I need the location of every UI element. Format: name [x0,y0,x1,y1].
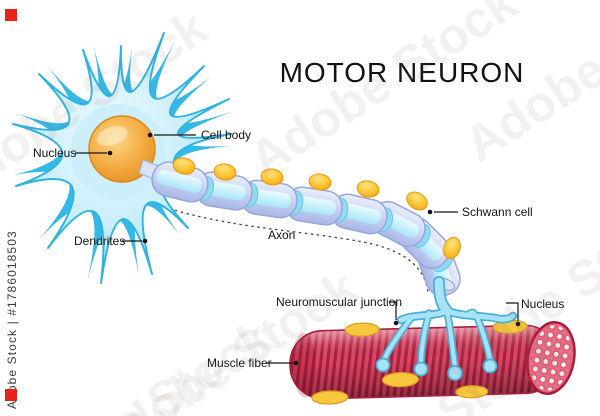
page-title: MOTOR NEURON [280,57,525,88]
terminal-bulb [413,361,429,377]
label-dot-muscle-fiber [293,360,299,366]
muscle-nucleus-oval [344,322,380,337]
label-schwann-cell: Schwann cell [462,205,533,219]
myelin-segment [151,161,215,203]
schwann-nucleus [260,168,284,186]
axon-terminal [375,276,518,381]
annotations: Nucleus Cell body Dendrites Axon Schwann… [33,128,564,370]
label-neuromuscular-junction: Neuromuscular junction [276,295,402,309]
schwann-cell-nuclei [172,157,461,260]
muscle-nucleus-oval [455,385,489,399]
muscle-nucleus-oval [381,372,420,388]
schwann-nucleus [308,173,332,191]
leader-line-nucleus-muscle [506,302,519,321]
schwann-nucleus [213,163,237,181]
axon-myelin-sheath [151,161,461,297]
label-dendrites: Dendrites [74,234,125,248]
label-nucleus-muscle: Nucleus [521,297,564,311]
nucleus-circle [88,115,156,183]
label-dot-cell-body [147,132,153,138]
schwann-nucleus [172,157,196,175]
label-axon: Axon [268,228,295,242]
stock-logo-square-top [5,9,17,21]
stock-credit: Adobe Stock | #1786018503 [5,230,19,409]
axon-dashed-path [151,202,429,293]
muscle-cross-section [526,321,576,395]
terminal-bulb [375,357,391,373]
schwann-nucleus [443,236,461,260]
label-dot-schwann [427,209,433,215]
label-dot-dendrites [142,238,148,244]
label-dot-nmj [393,320,399,326]
label-muscle-fiber: Muscle fiber [207,356,272,370]
terminal-bulb [482,358,498,374]
muscle-nucleus-oval [311,390,349,405]
label-dot-nucleus-muscle [515,321,521,327]
terminal-bulb [447,365,463,381]
leader-line-nmj [389,301,397,320]
stock-logo-square-bottom [5,389,17,401]
label-nucleus-soma: Nucleus [33,146,76,160]
schwann-nucleus [356,180,380,198]
label-cell-body: Cell body [201,128,251,142]
schwann-nucleus [406,191,428,211]
label-dot-nucleus-soma [107,150,113,156]
